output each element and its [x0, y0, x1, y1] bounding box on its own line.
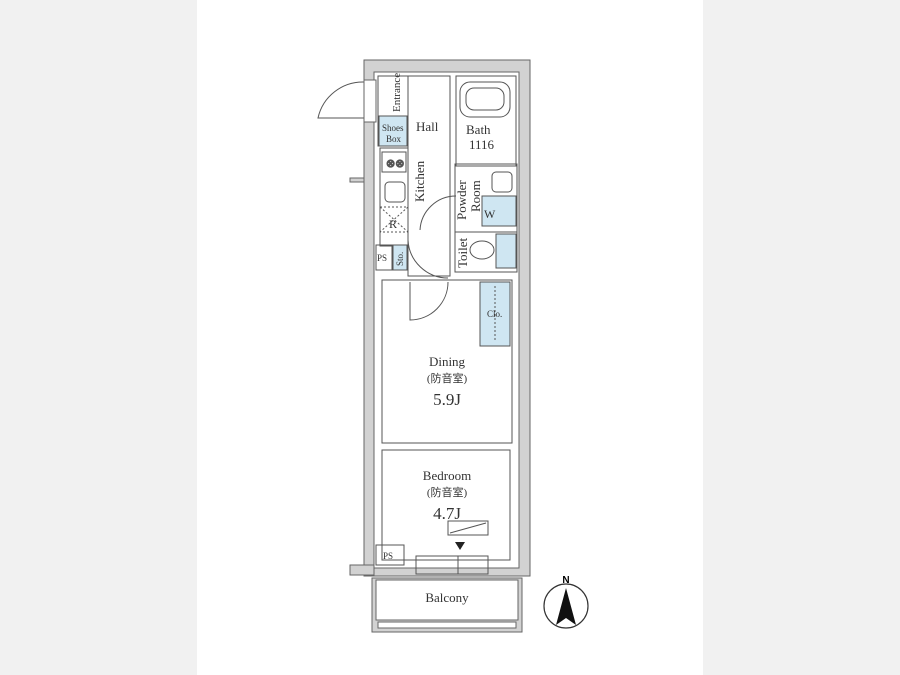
ps-label-bottom: PS	[383, 551, 393, 561]
room-label-toilet: Toilet	[455, 237, 470, 268]
compass-north-label: N	[562, 575, 569, 586]
dining-note: (防音室)	[427, 371, 468, 385]
room-label-hall: Hall	[416, 119, 439, 134]
room-label-powder: Powder	[454, 180, 469, 220]
ps-shaft-bottom	[375, 544, 405, 566]
dining-size: 5.9J	[433, 390, 461, 409]
bedroom-note: (防音室)	[427, 485, 468, 499]
balcony-window[interactable]	[415, 555, 489, 575]
entrance-door	[317, 79, 377, 123]
closet-label: Clo.	[487, 309, 502, 319]
bedroom-size: 4.7J	[433, 504, 461, 523]
ps-label-top: PS	[377, 253, 387, 263]
storage	[392, 244, 408, 271]
washer-label: W	[484, 207, 496, 221]
window-marker-icon	[455, 542, 465, 550]
shoes-box-label-2: Box	[386, 134, 402, 144]
bath-size: 1116	[469, 137, 495, 152]
room-label-powder-room: Room	[468, 180, 483, 212]
closet	[479, 281, 511, 347]
washbasin-icon	[491, 171, 513, 193]
north-compass-icon: N	[543, 575, 589, 629]
room-label-entrance: Entrance	[391, 73, 403, 112]
bathtub-icon	[459, 81, 511, 118]
room-label-dining: Dining	[429, 354, 466, 369]
svg-text:⊗⊗: ⊗⊗	[386, 158, 404, 170]
room-label-bath: Bath	[466, 122, 491, 137]
washer-space	[481, 195, 517, 227]
ps-shaft-top	[375, 244, 393, 271]
storage-label: Sto.	[395, 252, 405, 266]
room-label-balcony: Balcony	[425, 590, 469, 605]
shoes-box-label: Shoes	[382, 123, 404, 133]
stove-icon: ⊗⊗	[381, 151, 407, 173]
toilet-icon	[469, 240, 495, 260]
room-label-bedroom: Bedroom	[423, 468, 471, 483]
sink-icon	[384, 181, 406, 203]
balcony	[371, 577, 523, 633]
refrigerator-space	[379, 206, 409, 233]
refrigerator-label: R	[389, 217, 397, 231]
room-label-kitchen: Kitchen	[412, 160, 427, 202]
shoes-box	[378, 115, 408, 147]
toilet-tank	[495, 233, 517, 269]
ac-unit-icon	[447, 520, 489, 536]
